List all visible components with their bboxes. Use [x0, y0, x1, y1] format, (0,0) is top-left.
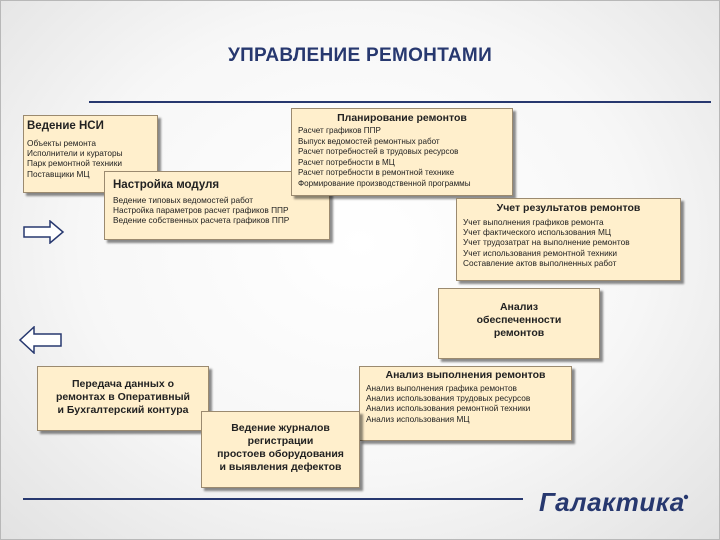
planning-list: Расчет графиков ППР Выпуск ведомостей ре… — [298, 126, 506, 190]
planning-box: Планирование ремонтов Расчет графиков ПП… — [291, 108, 513, 196]
results-box: Учет результатов ремонтов Учет выполнени… — [456, 198, 681, 281]
journals-line: простоев оборудования — [217, 448, 344, 460]
svg-text:Галактика: Галактика — [539, 487, 685, 517]
nsi-box: Ведение НСИ Объекты ремонта Исполнители … — [23, 115, 158, 193]
analysis-box: Анализ выполнения ремонтов Анализ выполн… — [359, 366, 572, 441]
transfer-line: Передача данных о — [71, 378, 175, 390]
planning-heading: Планирование ремонтов — [337, 112, 467, 124]
provision-line: обеспеченности — [476, 314, 562, 326]
list-item: Настройка параметров расчет графиков ППР — [113, 205, 289, 216]
setup-box: Настройка модуля Ведение типовых ведомос… — [104, 171, 330, 240]
transfer-line: и Бухгалтерский контура — [57, 404, 189, 416]
journals-line: Ведение журналов — [231, 422, 330, 434]
page-title: УПРАВЛЕНИЕ РЕМОНТАМИ — [227, 45, 493, 66]
results-list: Учет выполнения графиков ремонта Учет фа… — [463, 217, 674, 268]
nsi-list: Объекты ремонта Исполнители и кураторы П… — [27, 138, 154, 179]
right-arrow-icon — [23, 220, 65, 244]
journals-line: регистрации — [247, 435, 314, 447]
list-item: Поставщики МЦ — [27, 168, 90, 179]
list-item: Расчет графиков ППР — [298, 126, 381, 135]
list-item: Объекты ремонта — [27, 138, 96, 148]
list-item: Анализ использования трудовых ресурсов — [366, 393, 531, 404]
list-item: Учет использования ремонтной техники — [463, 247, 618, 258]
list-item: Анализ использования МЦ — [366, 413, 470, 424]
transfer-line: ремонтах в Оперативный — [55, 391, 191, 403]
nsi-heading: Ведение НСИ — [27, 120, 104, 132]
list-item: Парк ремонтной техники — [27, 158, 122, 169]
galaktika-logo: Галактика — [539, 487, 689, 517]
transfer-box: Передача данных о ремонтах в Оперативный… — [37, 366, 209, 431]
analysis-heading: Анализ выполнения ремонтов — [385, 369, 546, 381]
setup-heading: Настройка модуля — [113, 179, 220, 191]
list-item: Анализ выполнения графика ремонтов — [366, 383, 517, 393]
list-item: Формирование производственной программы — [298, 178, 471, 188]
list-item: Учет выполнения графиков ремонта — [463, 217, 604, 227]
provision-line: Анализ — [499, 301, 539, 313]
title-underline — [89, 101, 711, 103]
list-item: Ведение собственных расчета графиков ППР — [113, 215, 290, 226]
list-item: Учет трудозатрат на выполнение ремонтов — [463, 237, 630, 248]
list-item: Составление актов выполненных работ — [463, 257, 617, 268]
left-arrow-icon — [19, 326, 62, 354]
list-item: Расчет потребностей в трудовых ресурсов — [298, 147, 459, 157]
journals-box: Ведение журналов регистрации простоев об… — [201, 411, 360, 488]
footer-rule — [23, 498, 523, 500]
setup-list: Ведение типовых ведомостей работ Настрой… — [113, 195, 321, 226]
list-item: Исполнители и кураторы — [27, 148, 123, 159]
provision-line: ремонтов — [493, 327, 545, 339]
list-item: Расчет потребности в МЦ — [298, 157, 395, 167]
list-item: Учет фактического использования МЦ — [463, 227, 612, 238]
provision-box: Анализ обеспеченности ремонтов — [438, 288, 600, 359]
list-item: Анализ использования ремонтной техники — [366, 403, 531, 414]
results-heading: Учет результатов ремонтов — [496, 202, 641, 214]
analysis-list: Анализ выполнения графика ремонтов Анали… — [366, 383, 565, 424]
list-item: Выпуск ведомостей ремонтных работ — [298, 136, 440, 146]
list-item: Расчет потребности в ремонтной технике — [298, 168, 455, 178]
list-item: Ведение типовых ведомостей работ — [113, 195, 254, 205]
journals-line: и выявления дефектов — [219, 461, 342, 473]
